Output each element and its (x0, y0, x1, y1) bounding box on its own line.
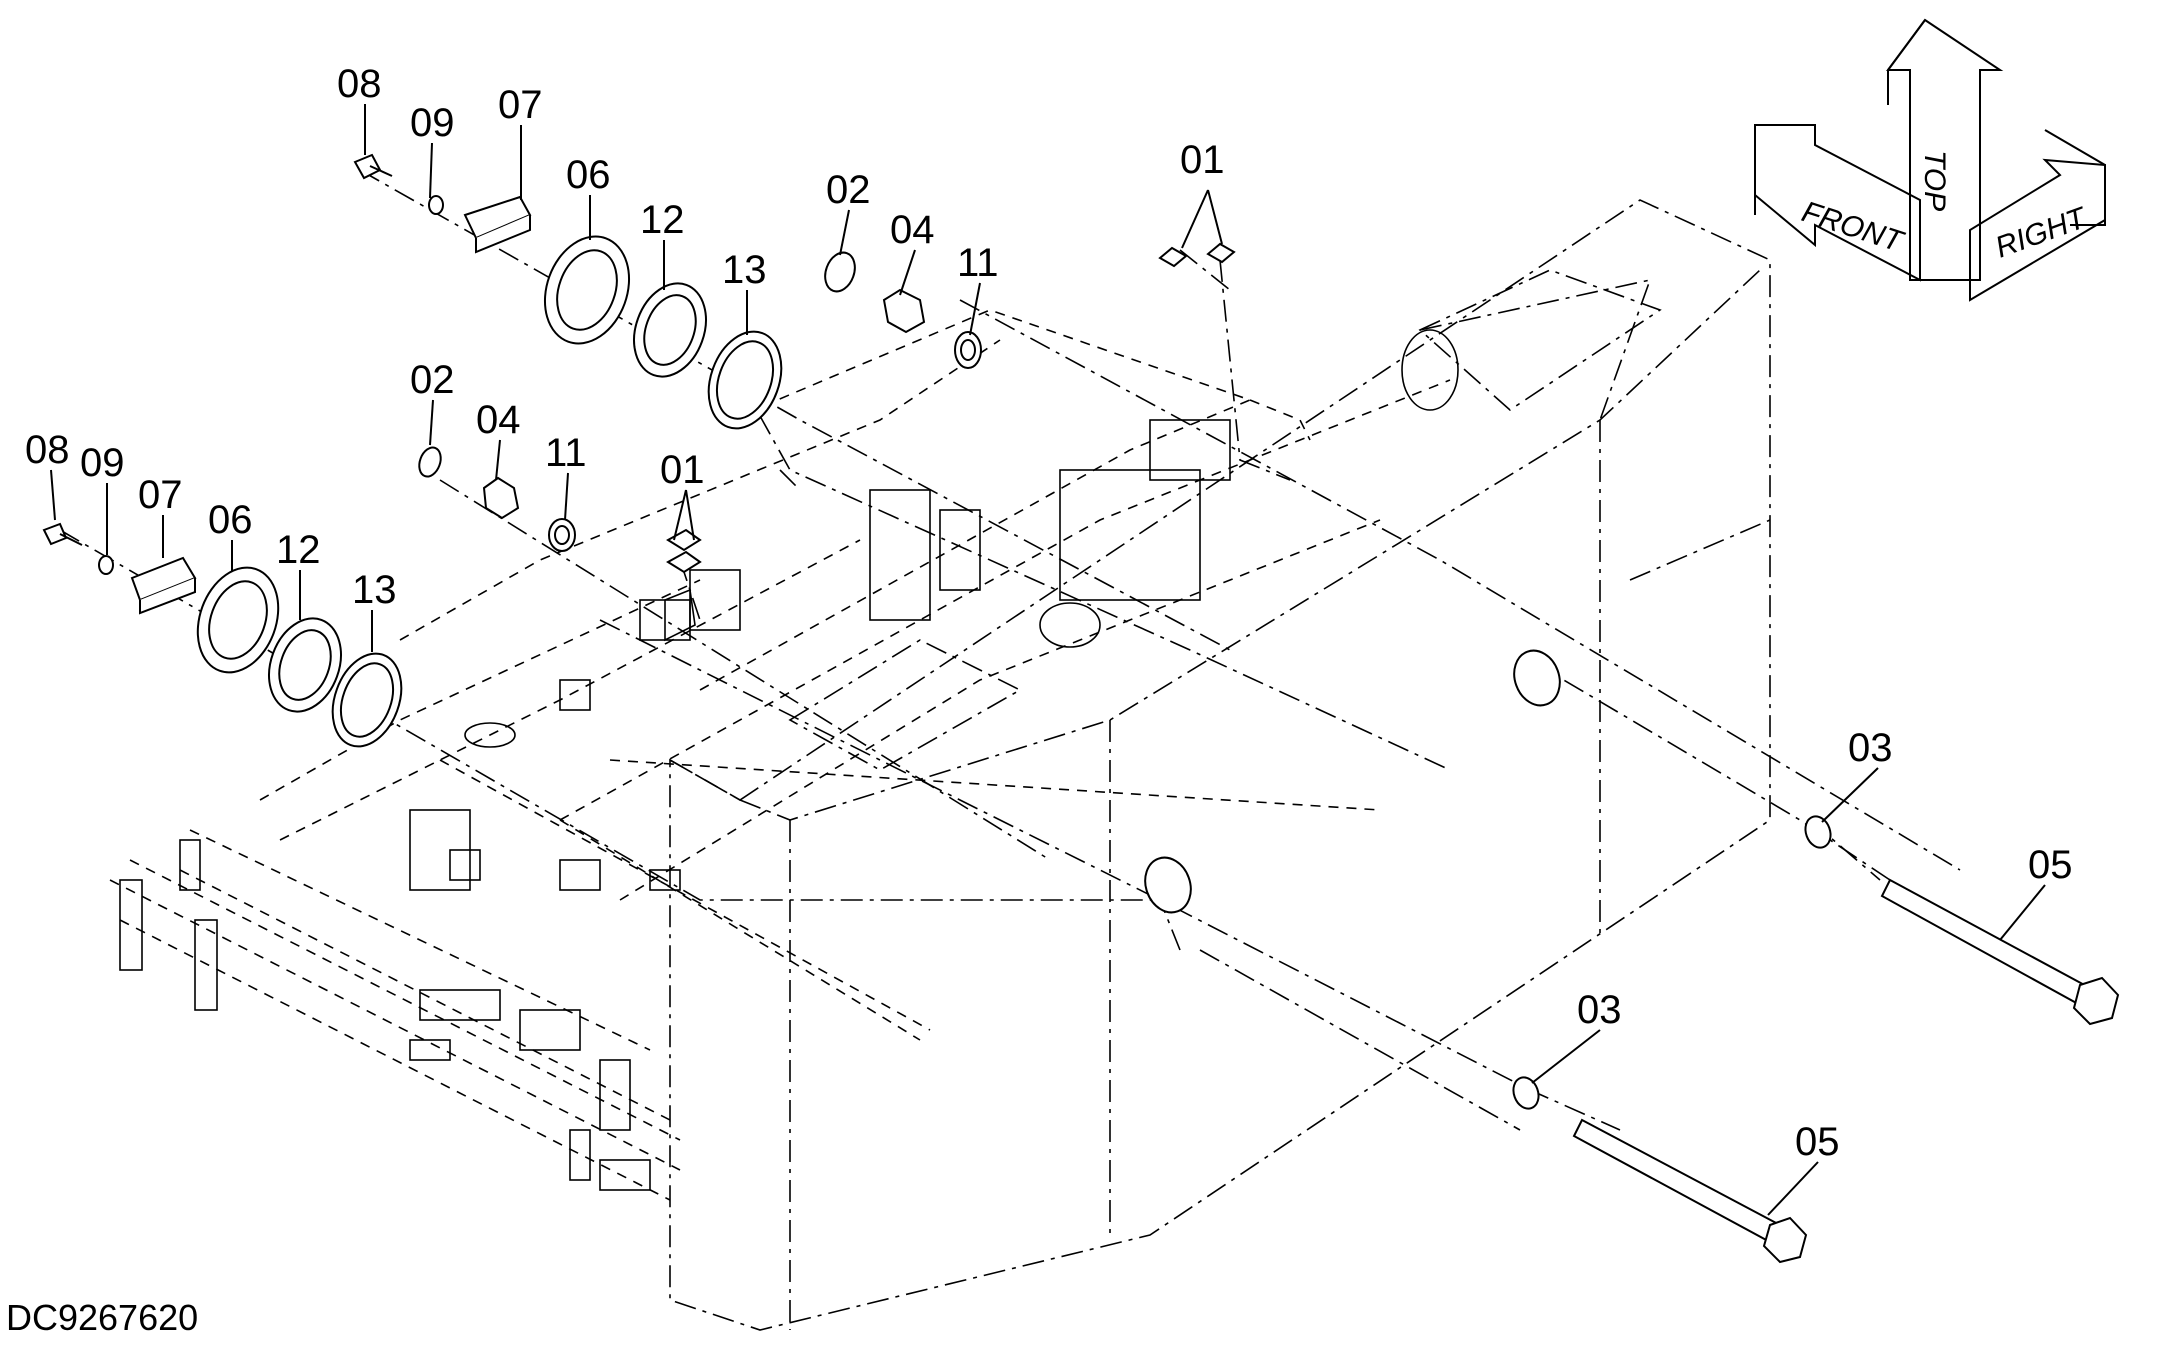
ring-12-lower (268, 617, 342, 713)
machine-frame (109, 309, 1459, 1201)
drawing-id: DC9267620 (6, 1297, 198, 1338)
callout-13-upper: 13 (722, 248, 767, 292)
pipe-ring-lower (1144, 856, 1192, 914)
washer-11-lower (548, 518, 576, 552)
callout-02-lower: 02 (410, 358, 455, 402)
callout-09-lower: 09 (80, 441, 125, 485)
callout-05-upper: 05 (2028, 843, 2073, 887)
bolt-08-upper (353, 153, 393, 180)
nut-04-lower (482, 476, 520, 520)
callout-12-upper: 12 (640, 198, 685, 242)
washer-09-upper (428, 195, 444, 215)
nut-04-upper (882, 288, 926, 334)
pipe-ring-upper (1513, 649, 1561, 707)
snap-ring-02-upper (824, 251, 856, 293)
callout-08-lower: 08 (25, 428, 70, 472)
orientation-indicator: FRONT TOP RIGHT (1754, 18, 2106, 302)
bracket-01-upper (1158, 242, 1236, 268)
callout-11-lower: 11 (545, 431, 587, 475)
callout-11-upper: 11 (957, 241, 999, 285)
arrow-label-right: RIGHT (1991, 201, 2092, 265)
ring-06-upper (543, 235, 631, 345)
washer-11-upper (954, 331, 982, 369)
lower-bolt-stack (42, 446, 702, 748)
callout-12-lower: 12 (276, 528, 321, 572)
callout-05-lower: 05 (1795, 1120, 1840, 1164)
arrow-label-front: FRONT (1798, 195, 1909, 259)
pin-05-upper (1880, 878, 2120, 1026)
callout-06-lower: 06 (208, 498, 253, 542)
callout-04-lower: 04 (476, 398, 521, 442)
washer-03-lower (1512, 1076, 1540, 1110)
counterweight-outline (669, 199, 1771, 1331)
callout-03-upper: 03 (1848, 726, 1893, 770)
ring-12-upper (633, 282, 707, 378)
callout-02-upper: 02 (826, 168, 871, 212)
lower-pin-assembly (1144, 856, 1808, 1264)
bolt-08-lower (42, 522, 83, 546)
ring-06-lower (196, 566, 280, 674)
callout-04-upper: 04 (890, 208, 935, 252)
snap-ring-02-lower (418, 446, 442, 478)
callout-01-lower: 01 (660, 448, 705, 492)
callout-01-upper: 01 (1180, 138, 1225, 182)
leader-lines (50, 104, 2046, 1216)
callout-09-upper: 09 (410, 101, 455, 145)
bracket-01-lower (666, 528, 702, 574)
callout-07-upper: 07 (498, 83, 543, 127)
callout-06-upper: 06 (566, 153, 611, 197)
arrow-label-top: TOP (1918, 150, 1951, 211)
callout-03-lower: 03 (1577, 988, 1622, 1032)
callout-labels: 08 09 07 06 12 13 02 04 11 01 08 09 07 0… (25, 62, 2073, 1164)
callout-07-lower: 07 (138, 473, 183, 517)
upper-bolt-stack (353, 153, 1236, 430)
washer-03-upper (1804, 815, 1832, 849)
pin-05-lower (1572, 1118, 1808, 1264)
ring-13-lower (331, 652, 403, 748)
callout-08-upper: 08 (337, 62, 382, 106)
upper-pin-assembly (1513, 649, 2120, 1026)
ring-13-upper (707, 330, 783, 430)
washer-09-lower (98, 555, 114, 575)
callout-13-lower: 13 (352, 568, 397, 612)
